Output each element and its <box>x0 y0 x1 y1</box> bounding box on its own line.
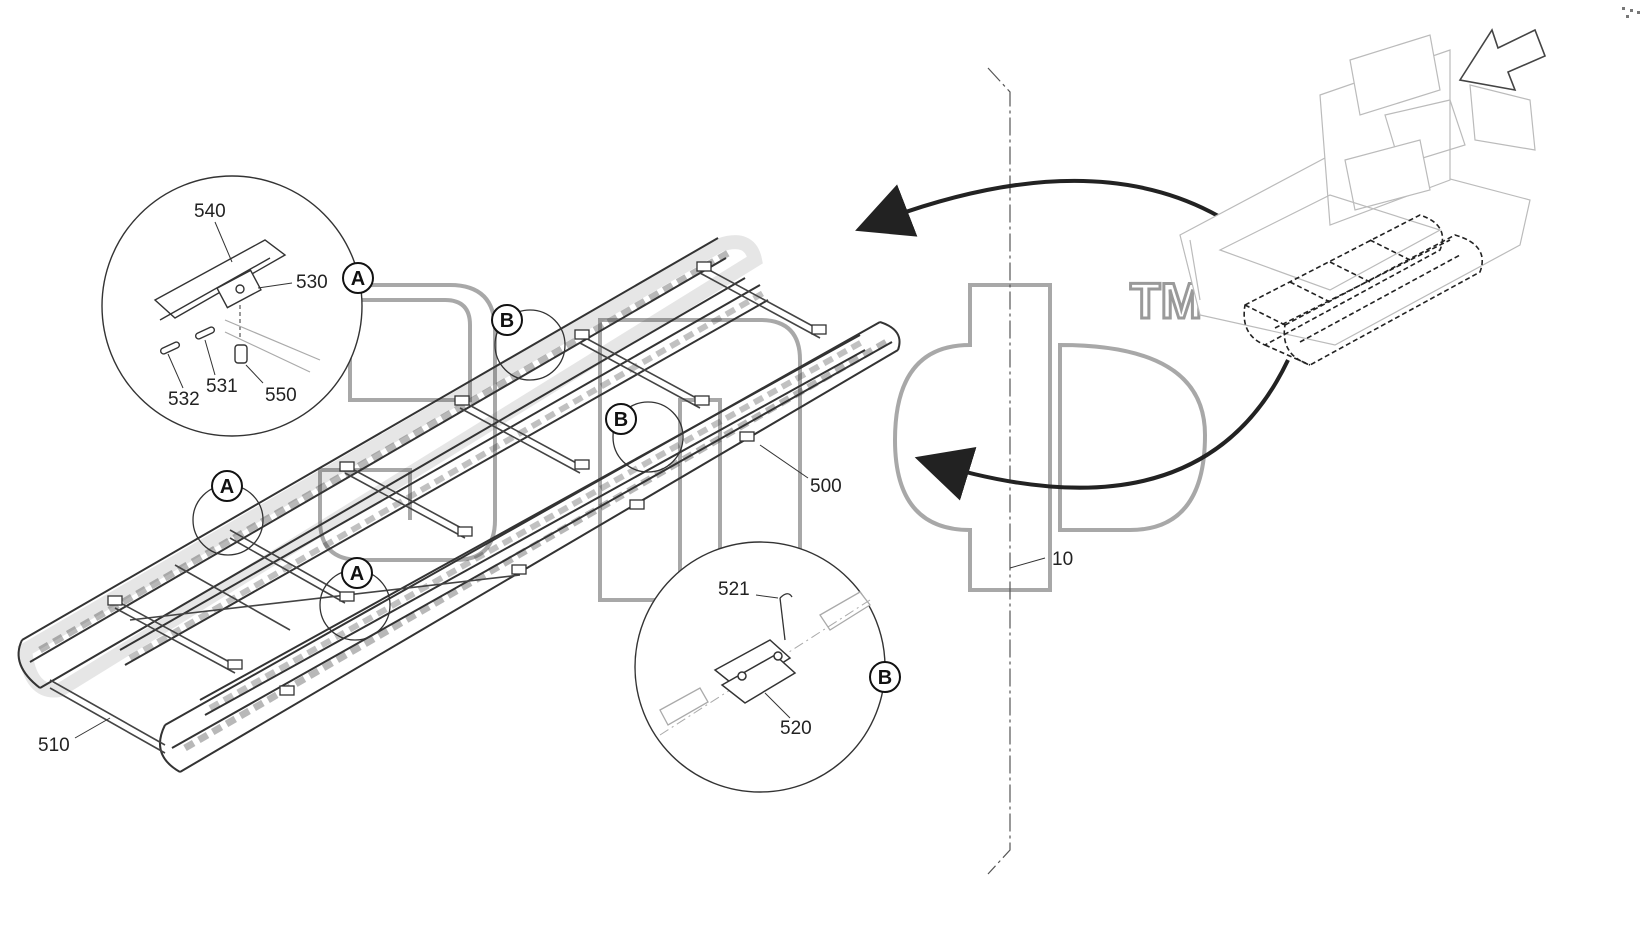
part-label-520: 520 <box>780 718 812 739</box>
part-label-550: 550 <box>265 385 297 406</box>
part-label-10: 10 <box>1052 549 1073 570</box>
detail-marker-b-1: B <box>491 304 523 336</box>
detail-marker-a-1: A <box>211 470 243 502</box>
svg-text:B: B <box>614 409 628 431</box>
part-label-530: 530 <box>296 272 328 293</box>
chain-conveyor-assembly <box>17 235 901 773</box>
svg-text:B: B <box>878 667 892 689</box>
detail-view-a: A <box>101 175 374 437</box>
corner-mark <box>1622 7 1640 18</box>
part-label-500: 500 <box>810 476 842 497</box>
machine-overview <box>1179 34 1536 346</box>
svg-text:A: A <box>220 476 234 498</box>
detail-marker-a-callout: A <box>342 262 374 294</box>
detail-marker-b-callout: B <box>869 661 901 693</box>
machine-conveyor-highlight <box>1243 214 1483 366</box>
detail-marker-b-2: B <box>605 403 637 435</box>
svg-text:A: A <box>350 563 364 585</box>
part-label-531: 531 <box>206 376 238 397</box>
section-line <box>987 67 1011 875</box>
arrow-view-icon <box>1458 28 1547 92</box>
part-label-532: 532 <box>168 389 200 410</box>
part-label-521: 521 <box>718 579 750 600</box>
leader-lines <box>74 444 1046 739</box>
part-label-510: 510 <box>38 735 70 756</box>
svg-text:A: A <box>351 268 365 290</box>
part-label-540: 540 <box>194 201 226 222</box>
svg-text:B: B <box>500 310 514 332</box>
detail-marker-a-2: A <box>341 557 373 589</box>
detail-view-b: B <box>634 541 901 793</box>
curved-arrow-icon-bottom <box>914 359 1290 501</box>
